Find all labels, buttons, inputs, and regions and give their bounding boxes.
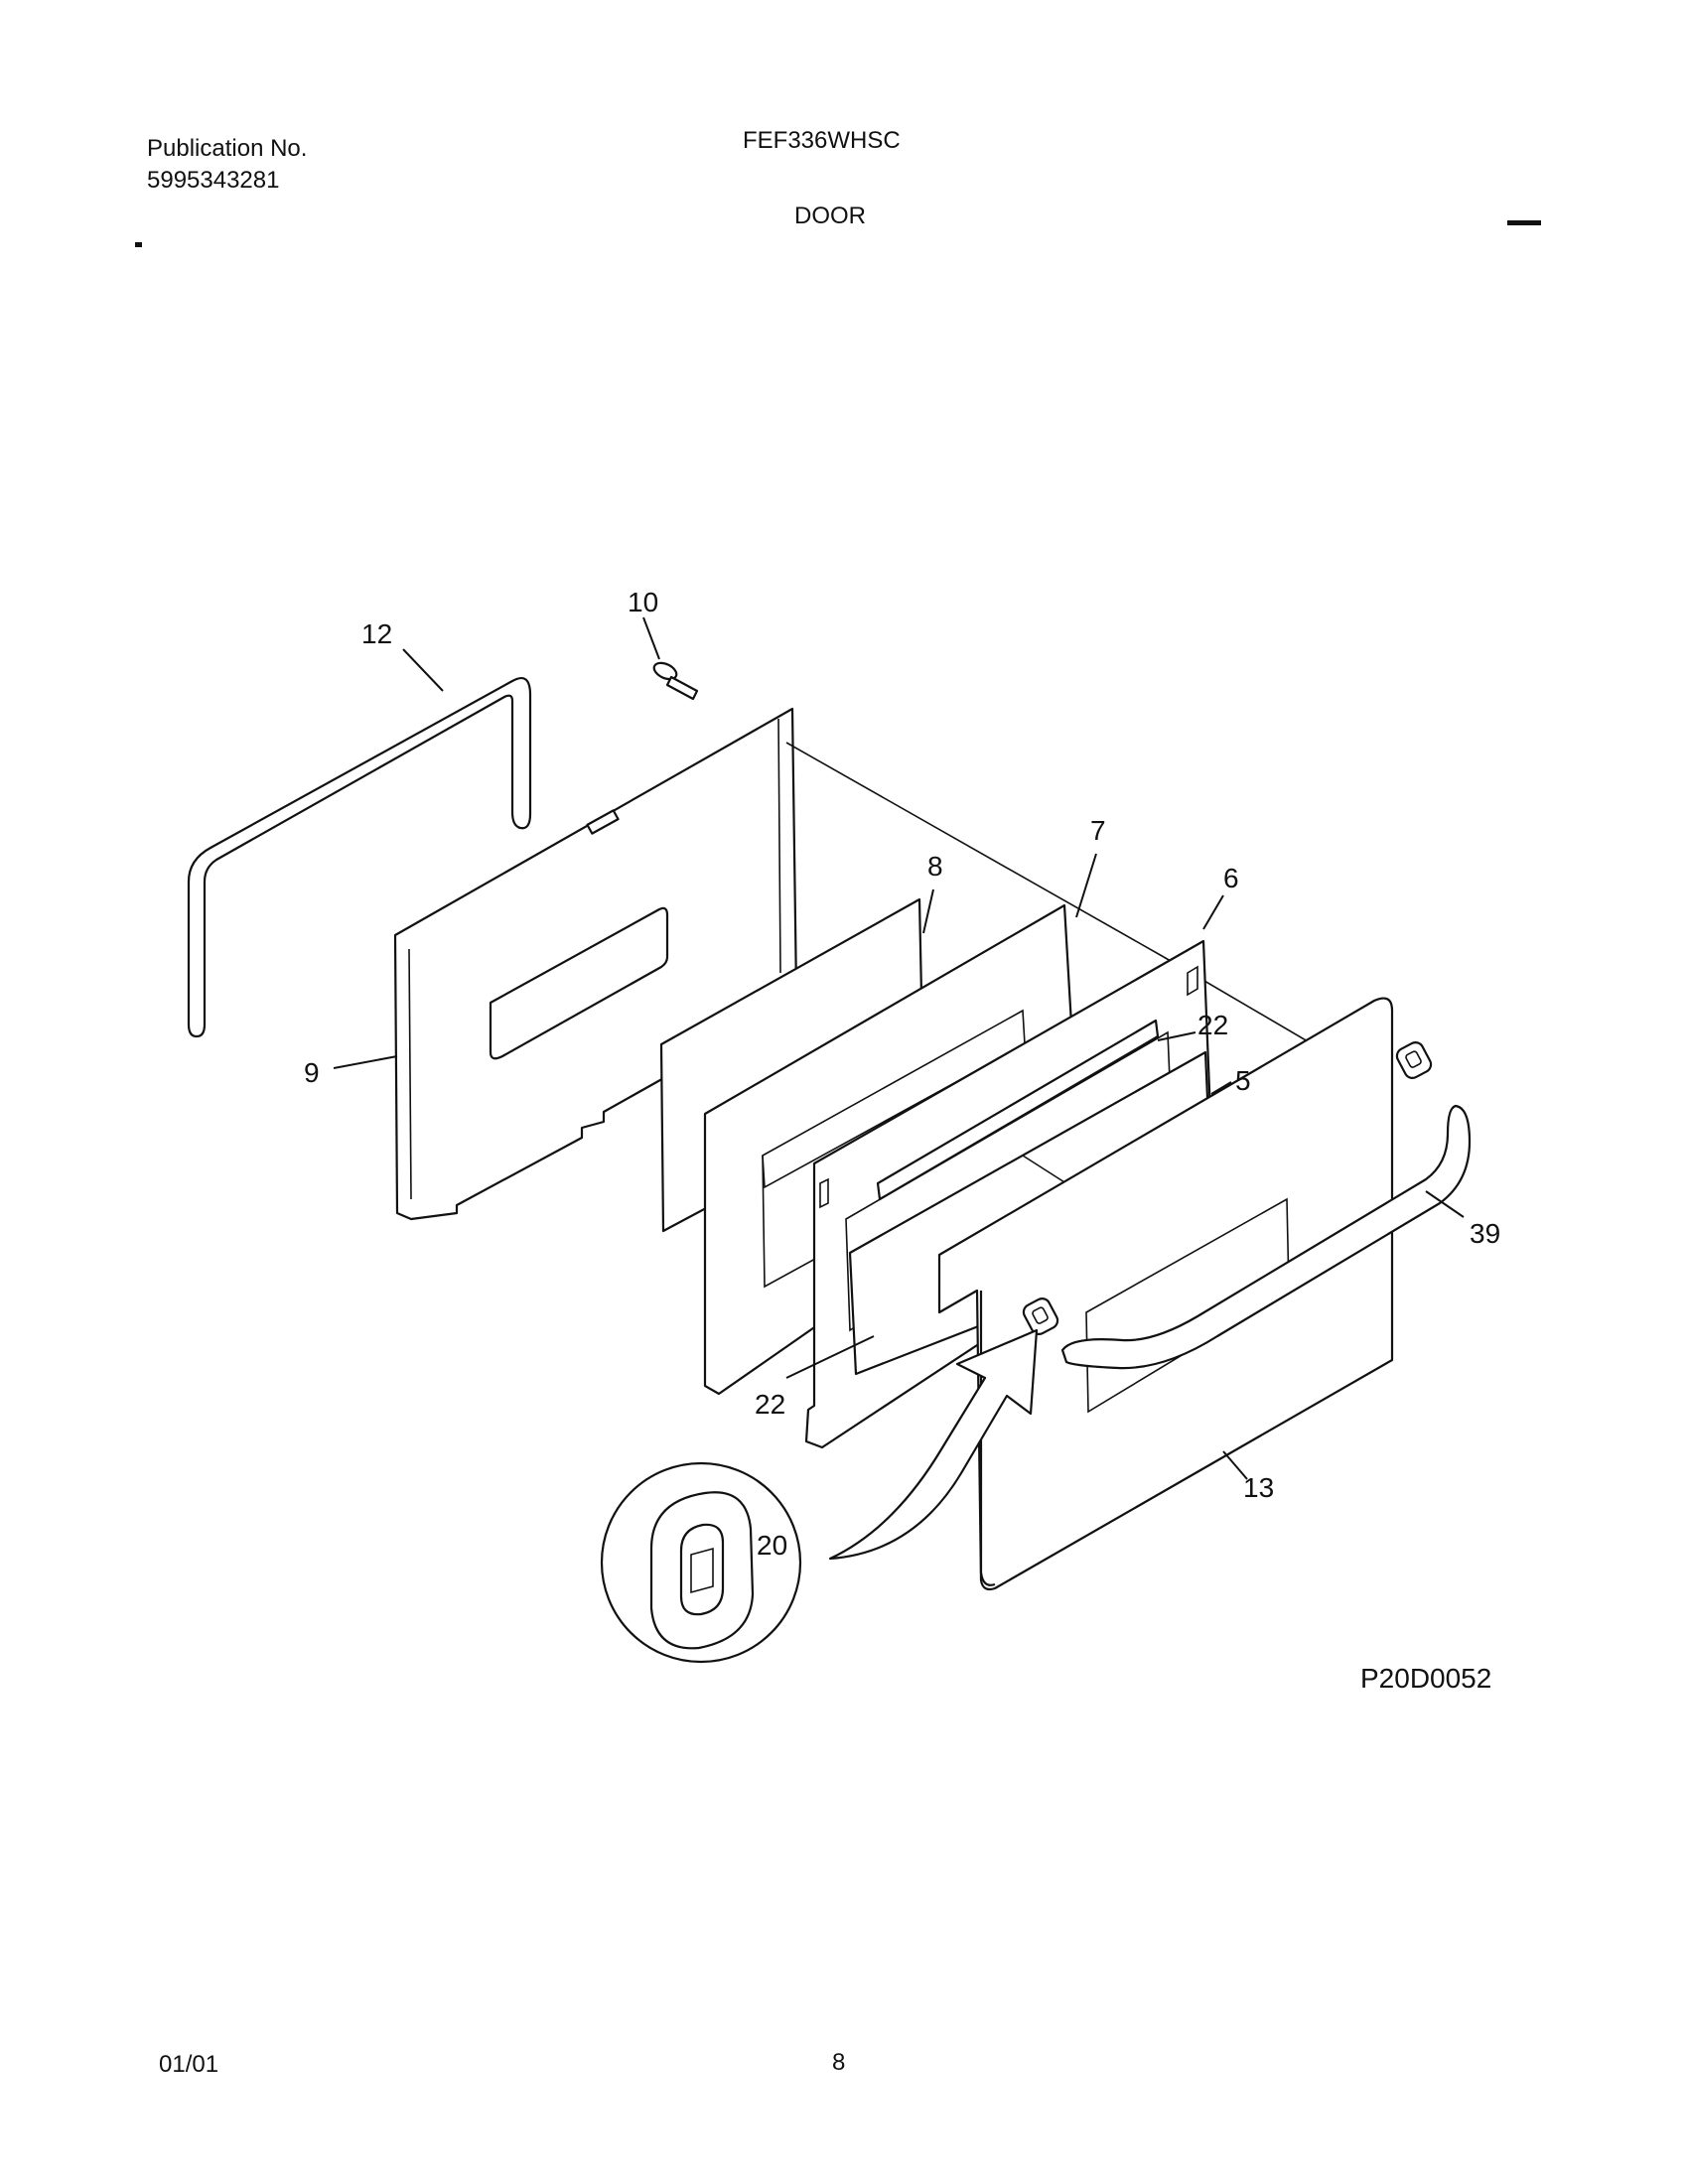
leader-9: [333, 1055, 398, 1069]
callout-12: 12: [361, 618, 392, 649]
callout-22-bottom: 22: [755, 1389, 785, 1420]
section-title: DOOR: [794, 203, 866, 229]
callout-10: 10: [628, 587, 658, 617]
callout-9: 9: [304, 1057, 320, 1088]
callout-7: 7: [1090, 815, 1106, 846]
leader-7: [1075, 853, 1097, 918]
retainer-strip-part-22-top: [876, 1019, 1160, 1201]
page-number: 8: [832, 2049, 846, 2076]
leader-39: [1425, 1190, 1465, 1218]
leader-5: [1210, 1081, 1232, 1095]
leader-12: [402, 648, 444, 692]
callout-8: 8: [927, 851, 943, 882]
screw-part-10: [652, 661, 699, 701]
leader-22-top: [1157, 1031, 1196, 1041]
callout-20: 20: [757, 1530, 787, 1561]
page-mark-right: [1507, 220, 1541, 225]
figure-code: P20D0052: [1360, 1663, 1491, 1694]
gasket-part-12: [187, 677, 532, 1038]
grommet-detail-part-20: [600, 1461, 802, 1664]
handle-part-39: [1060, 1104, 1472, 1370]
model-number: FEF336WHSC: [743, 127, 901, 154]
callout-13: 13: [1243, 1472, 1274, 1503]
publication-label: Publication No.: [147, 135, 308, 162]
publication-number: 5995343281: [147, 167, 280, 194]
callout-5: 5: [1235, 1065, 1251, 1096]
inner-door-liner-part-9: [393, 707, 798, 1221]
leader-13: [1222, 1450, 1248, 1480]
leader-22-bottom: [785, 1335, 875, 1379]
callout-39: 39: [1470, 1218, 1500, 1249]
leader-8: [922, 888, 934, 934]
callout-6: 6: [1223, 863, 1239, 893]
page-mark-left: [135, 242, 142, 247]
footer-date: 01/01: [159, 2051, 219, 2078]
leader-6: [1202, 894, 1224, 930]
callout-22-top: 22: [1197, 1010, 1228, 1040]
detail-arrow: [828, 1328, 1039, 1561]
leader-10: [642, 616, 660, 660]
